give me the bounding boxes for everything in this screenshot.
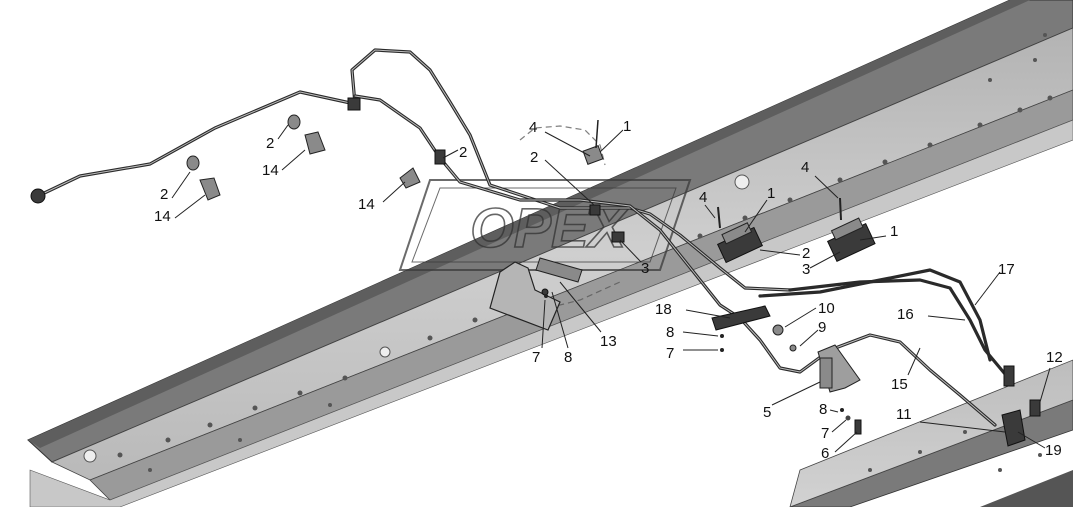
callout-1: 1 (767, 185, 775, 202)
plug-12 (1029, 399, 1041, 417)
callout-6: 6 (821, 445, 829, 462)
callout-8: 8 (564, 349, 572, 366)
callout-2: 2 (802, 245, 810, 262)
clip-2b (287, 114, 301, 130)
valve-1a (582, 119, 604, 165)
bolt-3a (611, 231, 625, 243)
leader-lines (171, 124, 1051, 453)
bolt-7b (544, 294, 548, 298)
rear-cross-rail (789, 359, 1073, 507)
washer-7c (845, 415, 851, 421)
bolt-6 (854, 419, 862, 435)
washer-8a (720, 334, 724, 338)
bracket-14c (399, 167, 421, 189)
nut-10 (772, 324, 784, 336)
callout-5: 5 (763, 404, 771, 421)
fitting-17-end (1003, 365, 1015, 387)
callout-8: 8 (666, 324, 674, 341)
callout-1: 1 (623, 118, 631, 135)
callout-11: 11 (896, 406, 912, 423)
callout-16: 16 (897, 306, 914, 323)
callout-7: 7 (821, 425, 829, 442)
bracket-18-group (544, 294, 797, 352)
callout-18: 18 (655, 301, 672, 318)
callout-17: 17 (998, 261, 1015, 278)
cross-member-bracket (489, 257, 583, 331)
bolt-4b (717, 206, 721, 229)
main-frame-rail (27, 0, 1073, 507)
callout-14: 14 (154, 208, 171, 225)
bracket-14a (199, 177, 221, 201)
clip-2c (434, 149, 446, 165)
callout-8: 8 (819, 401, 827, 418)
callout-4: 4 (529, 119, 537, 136)
clip-2a (186, 155, 200, 171)
callout-19: 19 (1045, 442, 1062, 459)
lower-fasteners (840, 365, 1041, 447)
washer-9 (789, 344, 797, 352)
callout-12: 12 (1046, 349, 1063, 366)
brake-pipes (30, 48, 1012, 427)
callout-7: 7 (532, 349, 540, 366)
callout-2: 2 (266, 135, 274, 152)
callout-3: 3 (802, 261, 810, 278)
bolt-4c (839, 197, 842, 221)
callout-14: 14 (358, 196, 375, 213)
callout-14: 14 (262, 162, 279, 179)
callouts: 2 14 2 14 14 2 4 2 1 3 4 1 4 1 2 3 17 16… (154, 118, 1063, 462)
callout-2: 2 (530, 149, 538, 166)
valve-1b (716, 222, 764, 264)
callout-4: 4 (801, 159, 809, 176)
callout-4: 4 (699, 189, 707, 206)
callout-2: 2 (160, 186, 168, 203)
pipe-end-fitting (30, 188, 46, 204)
pipe-union (347, 97, 361, 111)
clips-and-brackets (186, 114, 446, 201)
callout-9: 9 (818, 319, 826, 336)
bolt-7a (720, 348, 724, 352)
tee-19 (1001, 409, 1026, 447)
callout-10: 10 (818, 300, 835, 317)
callout-3: 3 (641, 260, 649, 277)
callout-2: 2 (459, 144, 467, 161)
nut-2d (589, 204, 601, 216)
callout-7: 7 (666, 345, 674, 362)
bracket-5 (817, 344, 861, 393)
callout-15: 15 (891, 376, 908, 393)
callout-13: 13 (600, 333, 617, 350)
washer-8c (840, 408, 844, 412)
callout-1: 1 (890, 223, 898, 240)
bracket-14b (304, 131, 326, 155)
